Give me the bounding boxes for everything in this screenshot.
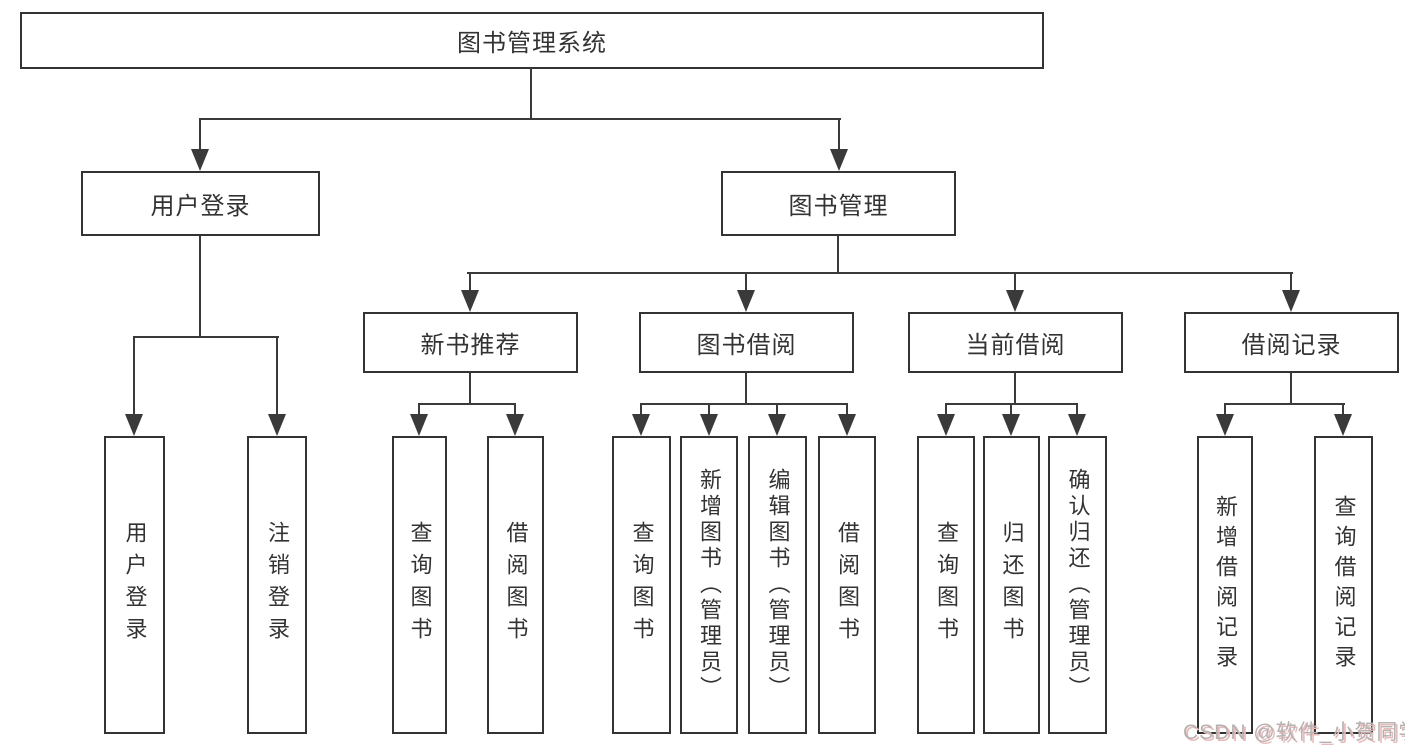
arrowhead-down-icon bbox=[1002, 414, 1020, 436]
leaf-query-borrow-record: 查询借阅记录 bbox=[1314, 436, 1373, 734]
connector-line bbox=[133, 336, 135, 416]
connector-line bbox=[838, 118, 840, 151]
node-label: 查询图书 bbox=[934, 521, 959, 649]
arrowhead-down-icon bbox=[1006, 290, 1024, 312]
arrowhead-down-icon bbox=[700, 414, 718, 436]
node-label: 查询图书 bbox=[407, 521, 433, 649]
arrowhead-down-icon bbox=[410, 414, 428, 436]
connector-line bbox=[418, 403, 420, 416]
connector-line bbox=[1076, 403, 1078, 416]
node-label: 借阅记录 bbox=[1241, 332, 1342, 359]
leaf-add-books-admin: 新增图书（管理员） bbox=[680, 436, 738, 734]
node-label: 确认归还（管理员） bbox=[1065, 468, 1091, 702]
node-label: 归还图书 bbox=[999, 521, 1025, 649]
connector-line bbox=[1014, 373, 1016, 405]
arrowhead-down-icon bbox=[1334, 414, 1352, 436]
connector-line bbox=[745, 272, 747, 292]
arrowhead-down-icon bbox=[461, 290, 479, 312]
node-library-management-system: 图书管理系统 bbox=[20, 12, 1044, 69]
node-book-borrowing: 图书借阅 bbox=[639, 312, 854, 373]
arrowhead-down-icon bbox=[506, 414, 524, 436]
arrowhead-down-icon bbox=[125, 414, 143, 436]
connector-line bbox=[199, 118, 201, 151]
leaf-query-books-current: 查询图书 bbox=[917, 436, 975, 734]
node-new-book-recommend: 新书推荐 bbox=[363, 312, 578, 373]
node-label: 用户登录 bbox=[150, 193, 251, 220]
arrowhead-down-icon bbox=[1282, 290, 1300, 312]
node-label: 注销登录 bbox=[265, 521, 290, 649]
connector-line bbox=[1010, 403, 1012, 416]
connector-line bbox=[467, 272, 1293, 274]
node-user-login: 用户登录 bbox=[81, 171, 320, 236]
leaf-borrow-books: 借阅图书 bbox=[818, 436, 876, 734]
node-label: 查询借阅记录 bbox=[1331, 495, 1357, 675]
arrowhead-down-icon bbox=[838, 414, 856, 436]
connector-line bbox=[530, 68, 532, 119]
node-label: 编辑图书（管理员） bbox=[765, 468, 791, 702]
leaf-edit-books-admin: 编辑图书（管理员） bbox=[748, 436, 807, 734]
arrowhead-down-icon bbox=[737, 290, 755, 312]
arrowhead-down-icon bbox=[268, 414, 286, 436]
node-label: 查询图书 bbox=[629, 521, 655, 649]
node-label: 图书借阅 bbox=[696, 332, 797, 359]
connector-line bbox=[199, 118, 841, 120]
arrowhead-down-icon bbox=[1068, 414, 1086, 436]
arrowhead-down-icon bbox=[1216, 414, 1234, 436]
connector-line bbox=[640, 403, 848, 405]
arrowhead-down-icon bbox=[632, 414, 650, 436]
connector-line bbox=[1290, 373, 1292, 405]
leaf-return-books: 归还图书 bbox=[983, 436, 1040, 734]
node-label: 用户登录 bbox=[122, 521, 148, 649]
connector-line bbox=[469, 373, 471, 405]
leaf-confirm-return-admin: 确认归还（管理员） bbox=[1048, 436, 1107, 734]
connector-line bbox=[514, 403, 516, 416]
node-book-management: 图书管理 bbox=[721, 171, 956, 236]
node-label: 新增借阅记录 bbox=[1213, 495, 1238, 675]
leaf-borrow-books-recommend: 借阅图书 bbox=[487, 436, 544, 734]
arrowhead-down-icon bbox=[768, 414, 786, 436]
leaf-user-login: 用户登录 bbox=[104, 436, 165, 734]
connector-line bbox=[837, 236, 839, 274]
leaf-logout: 注销登录 bbox=[247, 436, 307, 734]
node-label: 新增图书（管理员） bbox=[697, 468, 722, 702]
node-label: 当前借阅 bbox=[965, 332, 1066, 359]
csdn-watermark: CSDN @软件_小贺同学 bbox=[1183, 721, 1405, 744]
connector-line bbox=[1224, 403, 1226, 416]
connector-line bbox=[640, 403, 642, 416]
leaf-add-borrow-record: 新增借阅记录 bbox=[1197, 436, 1253, 734]
connector-line bbox=[945, 403, 947, 416]
connector-line bbox=[276, 336, 278, 416]
node-borrowing-records: 借阅记录 bbox=[1184, 312, 1399, 373]
connector-line bbox=[418, 403, 516, 405]
connector-line bbox=[1342, 403, 1344, 416]
node-label: 新书推荐 bbox=[420, 332, 521, 359]
arrowhead-down-icon bbox=[937, 414, 955, 436]
node-current-borrowing: 当前借阅 bbox=[908, 312, 1123, 373]
connector-line bbox=[776, 403, 778, 416]
node-label: 借阅图书 bbox=[835, 521, 860, 649]
node-label: 图书管理系统 bbox=[457, 30, 607, 57]
connector-line bbox=[133, 336, 279, 338]
connector-line bbox=[1224, 403, 1345, 405]
leaf-query-books-recommend: 查询图书 bbox=[392, 436, 447, 734]
connector-line bbox=[199, 236, 201, 338]
leaf-query-books-borrowing: 查询图书 bbox=[612, 436, 671, 734]
connector-line bbox=[745, 373, 747, 405]
node-label: 图书管理 bbox=[788, 193, 889, 220]
connector-line bbox=[469, 272, 471, 292]
connector-line bbox=[1290, 272, 1292, 292]
arrowhead-down-icon bbox=[830, 149, 848, 171]
arrowhead-down-icon bbox=[191, 149, 209, 171]
connector-line bbox=[708, 403, 710, 416]
node-label: 借阅图书 bbox=[503, 521, 529, 649]
connector-line bbox=[846, 403, 848, 416]
connector-line bbox=[1014, 272, 1016, 292]
